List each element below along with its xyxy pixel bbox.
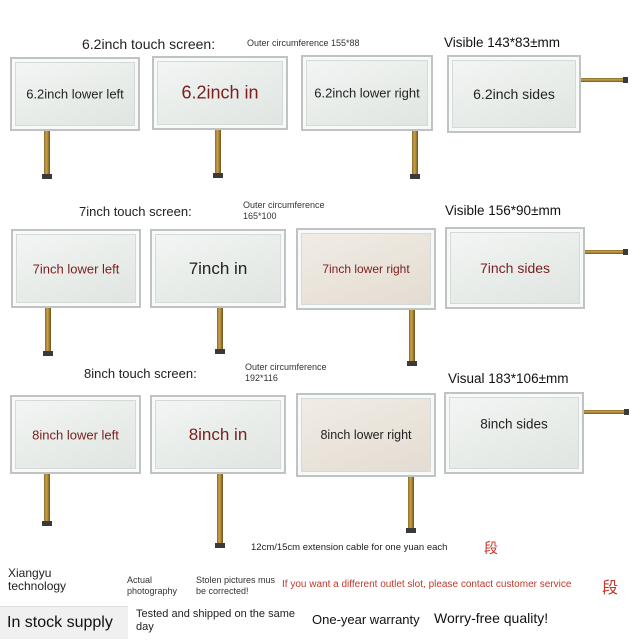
footer-band	[0, 606, 128, 639]
panel-label: 7inch in	[188, 258, 248, 278]
note-line: Tested and shipped on the same	[136, 608, 296, 620]
panel-label: 8inch lower right	[320, 428, 412, 442]
outer-value: 165*100	[243, 211, 277, 221]
panel-7inch-lower-right: 7inch lower right	[296, 228, 436, 310]
note-line: be corrected!	[196, 586, 249, 596]
section-title-6-2inch: 6.2inch touch screen:	[82, 36, 216, 52]
ribbon-cable	[215, 474, 225, 548]
panel-7inch-lower-left: 7inch lower left	[11, 229, 141, 308]
panel-8inch-lower-right: 8inch lower right	[296, 393, 436, 477]
panel-7inch-sides: 7inch sides	[445, 227, 585, 309]
ribbon-cable	[213, 130, 223, 178]
ribbon-cable	[410, 131, 420, 179]
panel-8inch-sides: 8inch sides	[444, 392, 584, 474]
outer-circumference-8inch: Outer circumference 192*116	[245, 362, 327, 384]
panel-label: 7inch sides	[479, 260, 551, 276]
outer-circumference-6-2inch: Outer circumference 155*88	[247, 38, 360, 48]
outlet-slot-note: If you want a different outlet slot, ple…	[282, 579, 572, 590]
panel-6-2inch-sides: 6.2inch sides	[447, 55, 581, 133]
quality-label: Worry-free quality!	[434, 610, 549, 626]
visible-area-7inch: Visible 156*90±mm	[445, 203, 561, 218]
outlet-mark: 段	[602, 580, 619, 597]
actual-photography-note: Actual photography	[127, 575, 177, 597]
ribbon-cable	[406, 477, 416, 533]
ribbon-cable	[42, 474, 52, 526]
stolen-pictures-note: Stolen pictures mus be corrected!	[196, 575, 275, 597]
panel-label: 6.2inch lower left	[26, 86, 124, 102]
outer-circumference-7inch: Outer circumference 165*100	[243, 200, 325, 222]
outer-label: Outer circumference	[245, 362, 327, 372]
panel-6-2inch-lower-left: 6.2inch lower left	[10, 57, 140, 131]
side-ribbon-cable	[584, 409, 629, 415]
side-ribbon-cable	[581, 77, 628, 83]
section-title-7inch: 7inch touch screen:	[79, 204, 192, 219]
ribbon-cable	[407, 310, 417, 366]
panel-label: 6.2inch lower right	[314, 85, 420, 101]
brand-name: Xiangyu technology	[8, 567, 66, 593]
ribbon-cable	[42, 131, 52, 179]
panel-7inch-in: 7inch in	[150, 229, 286, 308]
cable-mark: 段	[484, 540, 498, 556]
panel-label: 7inch lower left	[32, 261, 120, 276]
ribbon-cable	[43, 308, 53, 356]
panel-6-2inch-lower-right: 6.2inch lower right	[301, 55, 433, 131]
panel-label: 8inch lower left	[32, 427, 119, 442]
ribbon-cable	[215, 308, 225, 354]
note-line: Stolen pictures mus	[196, 575, 276, 585]
section-title-8inch: 8inch touch screen:	[84, 366, 197, 381]
in-stock-label: In stock supply	[7, 614, 113, 631]
side-ribbon-cable	[585, 249, 628, 255]
outer-value: 192*116	[245, 373, 278, 383]
note-line: photography	[127, 586, 178, 596]
note-line: day	[136, 621, 154, 633]
note-line: Actual	[127, 575, 153, 585]
panel-label: 6.2inch sides	[473, 86, 555, 102]
visible-area-6-2inch: Visible 143*83±mm	[444, 35, 560, 50]
brand-line: technology	[8, 579, 67, 593]
shipped-same-day-note: Tested and shipped on the same day	[136, 608, 295, 634]
panel-label: 7inch lower right	[322, 262, 410, 276]
outer-label: Outer circumference	[243, 200, 325, 210]
brand-line: Xiangyu	[8, 566, 52, 580]
panel-8inch-in: 8inch in	[150, 395, 286, 474]
panel-label: 8inch in	[188, 424, 248, 444]
warranty-label: One-year warranty	[312, 612, 420, 627]
visible-area-8inch: Visual 183*106±mm	[448, 371, 569, 386]
panel-label: 8inch sides	[480, 416, 548, 432]
panel-6-2inch-in: 6.2inch in	[152, 56, 288, 130]
extension-cable-note: 12cm/15cm extension cable for one yuan e…	[251, 542, 448, 553]
panel-8inch-lower-left: 8inch lower left	[10, 395, 141, 474]
panel-label: 6.2inch in	[181, 82, 259, 103]
